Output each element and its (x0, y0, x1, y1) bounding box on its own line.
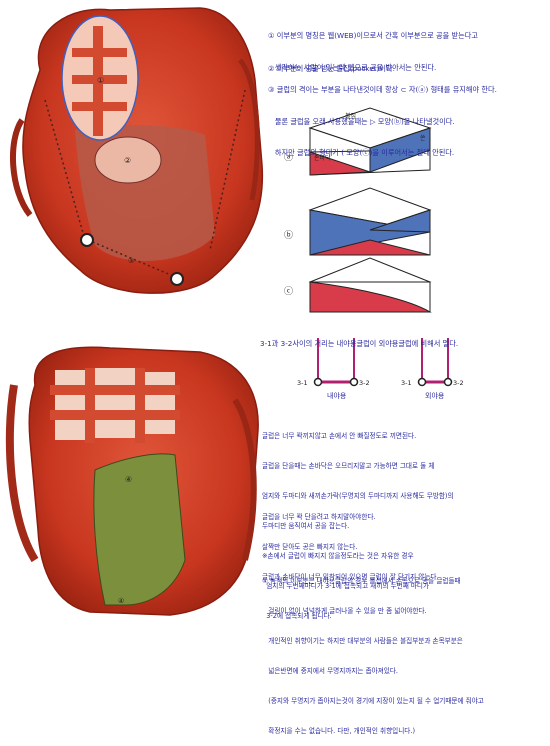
note-fit-line: ※손에서 글럽이 빠지지 않을정도라는 것은 자유한 경우 (262, 552, 414, 560)
note-web-line: 생각하는 사람이 있는데 웹으로 공을 받아서는 안된다. (268, 62, 437, 72)
fold-b-label: ⓑ (284, 230, 293, 241)
outfield-point-a (417, 377, 427, 387)
note-fit-line: 3-2에 접촉되게 됩니다. (262, 612, 332, 620)
bottom-glove-right-edge (232, 398, 257, 561)
distance-diagram: 3-1 3-2 내야용 3-1 3-2 외야용 (297, 338, 464, 400)
fold-diagram-b: ⓑ (284, 187, 432, 256)
pocket-mark: ② (124, 156, 131, 165)
fold-a-label: ⓐ (284, 152, 293, 163)
note-fold: ③ 글럽의 격이는 부분을 나타낸것이데 항상 ⊂ 자(ⓐ) 형태를 유지해야 … (268, 64, 497, 169)
note-closing-line: 살짝만 닫아도 공은 빠지지 않는다. (262, 543, 358, 551)
outfield-right-label: 3-2 (453, 379, 464, 387)
fold-diagram-a: ⓐ 볼집 손바닥 쏜 (284, 107, 432, 176)
note-fit-line: 글럽은 너무 꽉끼지않고 손에서 안 빠질정도로 끼면된다. (262, 432, 417, 440)
bottom-mark: ④ (118, 597, 124, 605)
note-palm-line: (중지와 무명지가 좁아지는것이 경기에 지장이 있는지 될 수 업기때문에 줘… (262, 697, 484, 705)
note-distance: 3-1과 3-2사이의 거리는 내야용글럽이 외야용글럽에 비해서 멀다. (260, 318, 458, 360)
note-closing-line: 글럽을 너무 꽉 단을려고 하지말아야한다. (262, 513, 376, 521)
top-glove-finger-right (238, 58, 260, 201)
infield-right-label: 3-2 (359, 379, 370, 387)
infield-caption: 내야용 (327, 391, 347, 400)
web-area (61, 15, 139, 141)
note-web: ① 이부분의 명칭은 웹(WEB)이므로서 간혹 이부분으로 공을 받는다고 생… (268, 10, 478, 84)
note-fit-line: 엄지의 두번째마디가 3-1에 접촉되고 새끼의 두번째 마디가 (262, 582, 430, 590)
note-palm-line: 확정지을 수는 없습니다. 다만, 개인적인 취향입니다.) (262, 727, 416, 735)
top-glove: ① ② ③ (10, 7, 264, 294)
note-fit: 글럽은 너무 꽉끼지않고 손에서 안 빠질정도로 끼면된다. 글럽을 단을때는 … (262, 411, 454, 631)
note-palm-line: 걸림이 없이 넉넉하게 글러나올 수 있을 만 좀 넓어야한다. (262, 607, 427, 615)
palm-dotted-line-right (209, 89, 246, 251)
note-palm-line: 넓은반면에 중지에서 무명지까지는 좁아져있다. (262, 667, 398, 675)
palm-dotted-line-left (44, 99, 86, 241)
note-pocket: ② 이부분이 공을 받는 볼집(pocket)이다. (268, 43, 395, 85)
pocket-small-mark: ③ (128, 257, 134, 265)
note-fit-line: 엄지와 두마디와 새끼손가락(무명지의 두마디까지 사용해도 무방함)의 (262, 492, 454, 500)
note-palm-line: 개인적인 취향이기는 하지만 대부분의 사람들은 볼집부분과 손목부분은 (262, 637, 463, 645)
note-closing: 글럽을 너무 꽉 단을려고 하지말아야한다. 살짝만 닫아도 공은 빠지지 않는… (262, 492, 439, 592)
top-glove-finger-left (10, 118, 33, 217)
infield-left-label: 3-1 (297, 379, 308, 387)
fold-side-label: 손바닥 (314, 154, 331, 162)
fold-top-label: 볼집 (345, 113, 356, 120)
note-fold-line: 하지만 글럽의 형태가 ( 모양(ⓒ)을 이루어서는 절대 안된다. (268, 148, 455, 157)
outfield-caption: 외야용 (425, 391, 445, 400)
palm-dotted-line-bottom (87, 239, 179, 279)
web-mark: ① (97, 76, 104, 85)
pocket-circle (94, 136, 162, 184)
bottom-glove: ④ ④ (5, 346, 259, 616)
fold-tab-label: 쏜 (420, 135, 426, 142)
note-palm: ④ 녹색의 이부분은 내야용글럽의 경우 볼집에서 손목으로 공을 글럽들때 걸… (262, 556, 484, 746)
note-fold-line: ③ 글럽의 격이는 부분을 나타낸것이데 항상 ⊂ 자(ⓐ) 형태를 유지해야 … (268, 85, 497, 94)
bottom-glove-left-edge (5, 384, 39, 563)
note-fit-line: 글럽을 단을때는 손바닥은 오므리지말고 가능하면 그대로 둘 체 (262, 462, 435, 470)
palm-mark: ④ (125, 475, 132, 484)
marker-3-2 (170, 272, 184, 286)
infield-point-b (349, 377, 359, 387)
green-palm-area (93, 453, 186, 606)
note-closing-line: 글럽과 손바닥이 너무 밀착되어 있으면 글럽이 잘 닫기지 않는다. (262, 573, 439, 581)
note-fold-line: 물론 글럽을 오래 사용했을때는 ▷ 모양(ⓑ)을 나타낼것이다. (268, 116, 455, 126)
outfield-point-b (443, 377, 453, 387)
glove-diagram-canvas: ① ② ③ ④ ④ ⓐ 볼집 손바닥 쏜 (5, 7, 464, 616)
note-web-line: ① 이부분의 명칭은 웹(WEB)이므로서 간혹 이부분으로 공을 받는다고 (268, 31, 478, 40)
outfield-left-label: 3-1 (401, 379, 412, 387)
infield-point-a (313, 377, 323, 387)
note-distance-line: 3-1과 3-2사이의 거리는 내야용글럽이 외야용글럽에 비해서 멀다. (260, 339, 459, 348)
fold-c-label: ⓒ (284, 286, 293, 297)
note-palm-line: ④ 녹색의 이부분은 내야용글럽의 경우 볼집에서 손목으로 공을 글럽들때 (262, 577, 461, 585)
marker-3-1 (80, 233, 94, 247)
note-pocket-line: ② 이부분이 공을 받는 볼집(pocket)이다. (268, 64, 395, 73)
note-fit-line: 두마디만 움직여서 공을 잡는다. (262, 522, 350, 530)
fold-diagram-c: ⓒ (284, 257, 432, 313)
bottom-web-straps (50, 368, 180, 443)
